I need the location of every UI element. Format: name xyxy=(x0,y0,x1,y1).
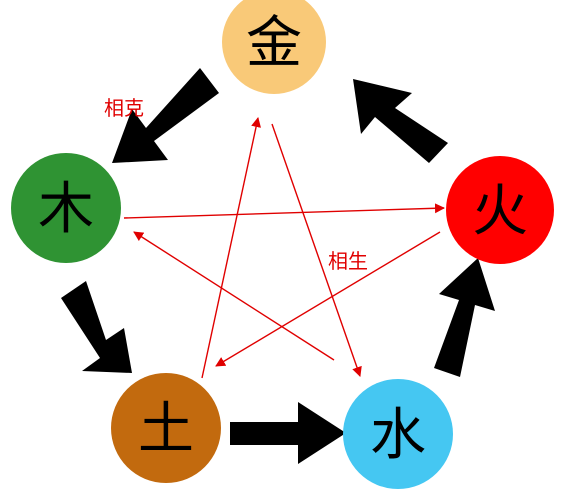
metal-label: 金 xyxy=(246,11,302,76)
water-label: 水 xyxy=(370,403,426,468)
overcoming-arrow-water-wood xyxy=(133,231,335,361)
generating-arrow-metal-wood xyxy=(112,68,219,163)
overcoming-arrow-wood-fire xyxy=(123,203,445,219)
node-metal: 金 xyxy=(222,0,326,94)
overcoming-arrows xyxy=(123,117,445,379)
generating-arrow-water-fire xyxy=(434,258,495,377)
earth-circle xyxy=(111,373,221,483)
node-fire: 火 xyxy=(446,156,554,264)
generating-label: 相生 xyxy=(328,249,368,273)
water-circle xyxy=(343,379,453,489)
generating-arrows xyxy=(61,68,495,464)
overcoming-arrow-fire-earth xyxy=(215,231,441,367)
wood-label: 木 xyxy=(38,177,94,242)
overcoming-label: 相克 xyxy=(104,96,144,120)
overcoming-arrow-earth-metal xyxy=(201,117,261,379)
generating-arrow-earth-water xyxy=(230,402,346,464)
node-wood: 木 xyxy=(11,153,121,263)
fire-circle xyxy=(446,156,554,264)
fire-label: 火 xyxy=(472,179,528,244)
overcoming-arrow-metal-water xyxy=(271,123,362,377)
generating-arrow-wood-earth xyxy=(61,281,132,373)
earth-label: 土 xyxy=(138,397,194,462)
node-water: 水 xyxy=(343,379,453,489)
element-nodes: 金 木 火 土 水 xyxy=(11,0,554,489)
node-earth: 土 xyxy=(111,373,221,483)
metal-circle xyxy=(222,0,326,94)
wood-circle xyxy=(11,153,121,263)
generating-arrow-fire-metal xyxy=(353,79,448,163)
